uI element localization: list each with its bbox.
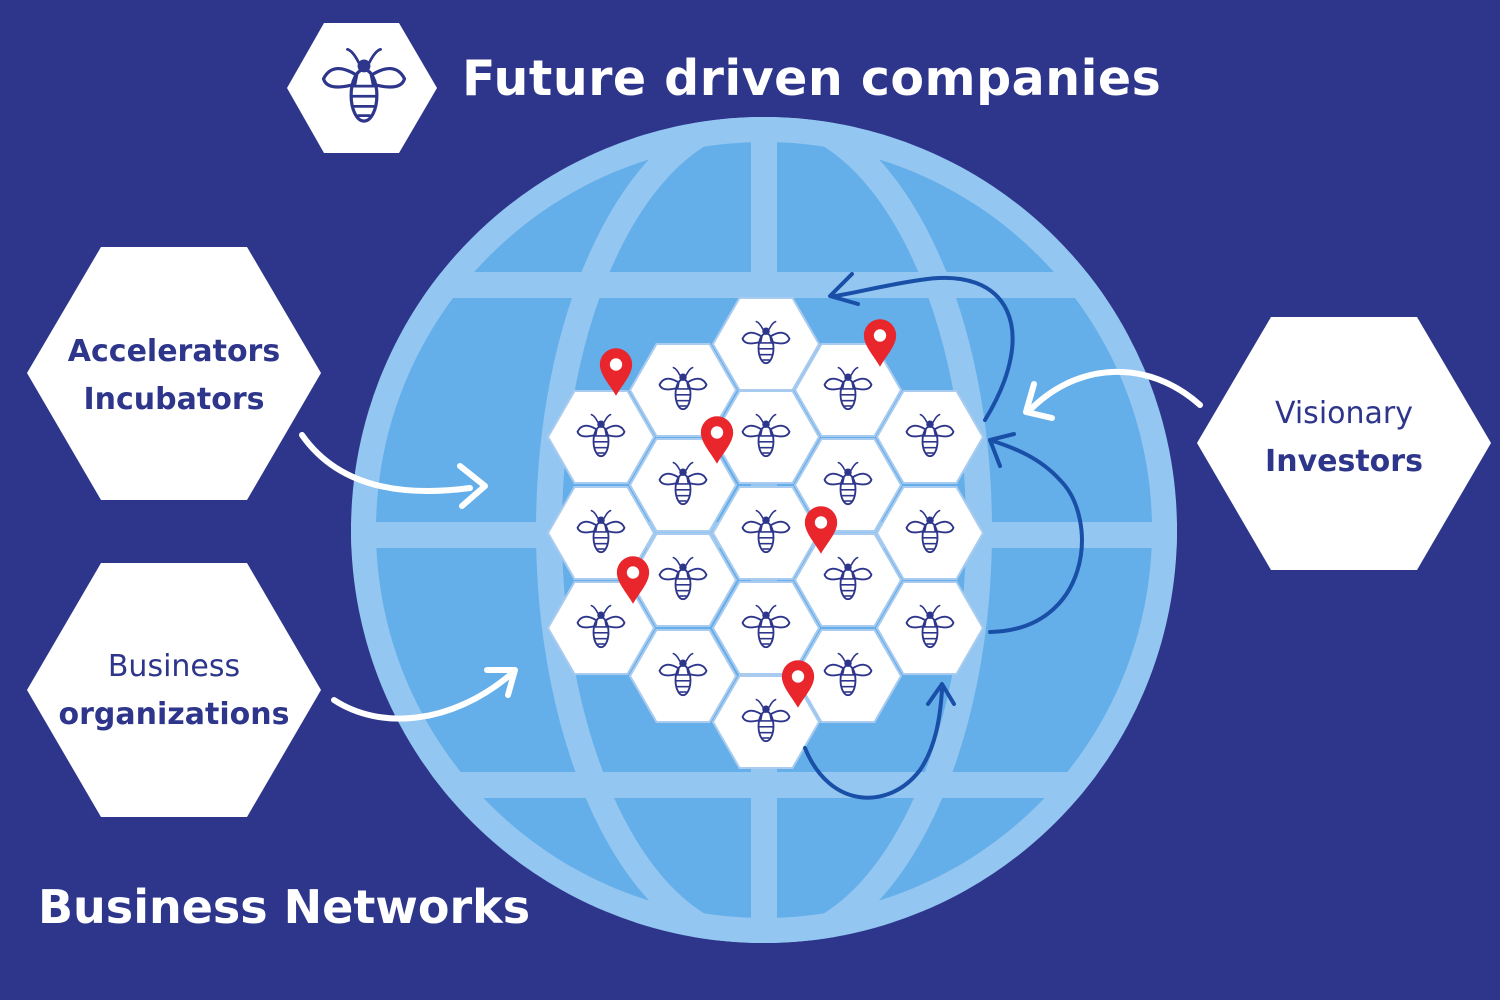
curved-arrow-icon bbox=[484, 667, 518, 698]
accelerators-line1: Accelerators bbox=[67, 334, 281, 369]
accelerators-line2: Incubators bbox=[83, 382, 265, 417]
honeycomb-cell bbox=[628, 533, 738, 627]
curved-arrow-icon bbox=[988, 438, 1084, 634]
honeycomb-cell bbox=[546, 581, 656, 675]
page-title: Future driven companies bbox=[462, 50, 1162, 107]
investors-hexagon bbox=[1197, 317, 1491, 570]
curved-arrow-icon bbox=[299, 432, 473, 494]
honeycomb-cell bbox=[628, 438, 738, 532]
curved-arrow-icon bbox=[803, 688, 944, 800]
logo-hexagon bbox=[287, 23, 437, 153]
curved-arrow-icon bbox=[828, 272, 860, 306]
curved-arrow-icon bbox=[926, 682, 956, 706]
honeycomb-cell bbox=[711, 390, 821, 484]
curved-arrow-icon bbox=[331, 672, 513, 722]
circular-arrows bbox=[803, 272, 1084, 800]
curved-arrow-icon bbox=[457, 463, 488, 509]
honeycomb-cell bbox=[546, 390, 656, 484]
accelerators-hexagon bbox=[27, 247, 321, 500]
honeycomb-cell bbox=[793, 629, 903, 723]
business-label: Business organizations bbox=[24, 643, 324, 739]
honeycomb-cell bbox=[875, 390, 985, 484]
accelerators-label: Accelerators Incubators bbox=[24, 328, 324, 424]
honeycomb-cell bbox=[546, 486, 656, 580]
curved-arrow-icon bbox=[1027, 368, 1203, 413]
business-line2: organizations bbox=[58, 697, 290, 732]
business-hexagon bbox=[27, 563, 321, 817]
honeycomb-cell bbox=[628, 343, 738, 437]
honeycomb-cell bbox=[628, 629, 738, 723]
honeycomb-grid bbox=[546, 297, 985, 769]
curved-arrow-icon bbox=[833, 275, 1015, 422]
honeycomb-cell bbox=[875, 581, 985, 675]
business-line1: Business bbox=[107, 649, 241, 684]
investors-line1: Visionary bbox=[1274, 396, 1413, 431]
honeycomb-cell bbox=[875, 486, 985, 580]
footer-title: Business Networks bbox=[38, 880, 531, 934]
incoming-arrows bbox=[299, 368, 1203, 722]
honeycomb-cell bbox=[711, 581, 821, 675]
investors-line2: Investors bbox=[1265, 444, 1423, 479]
honeycomb-cell bbox=[793, 343, 903, 437]
investors-label: Visionary Investors bbox=[1194, 390, 1494, 486]
curved-arrow-icon bbox=[1023, 381, 1055, 421]
curved-arrow-icon bbox=[988, 432, 1016, 468]
